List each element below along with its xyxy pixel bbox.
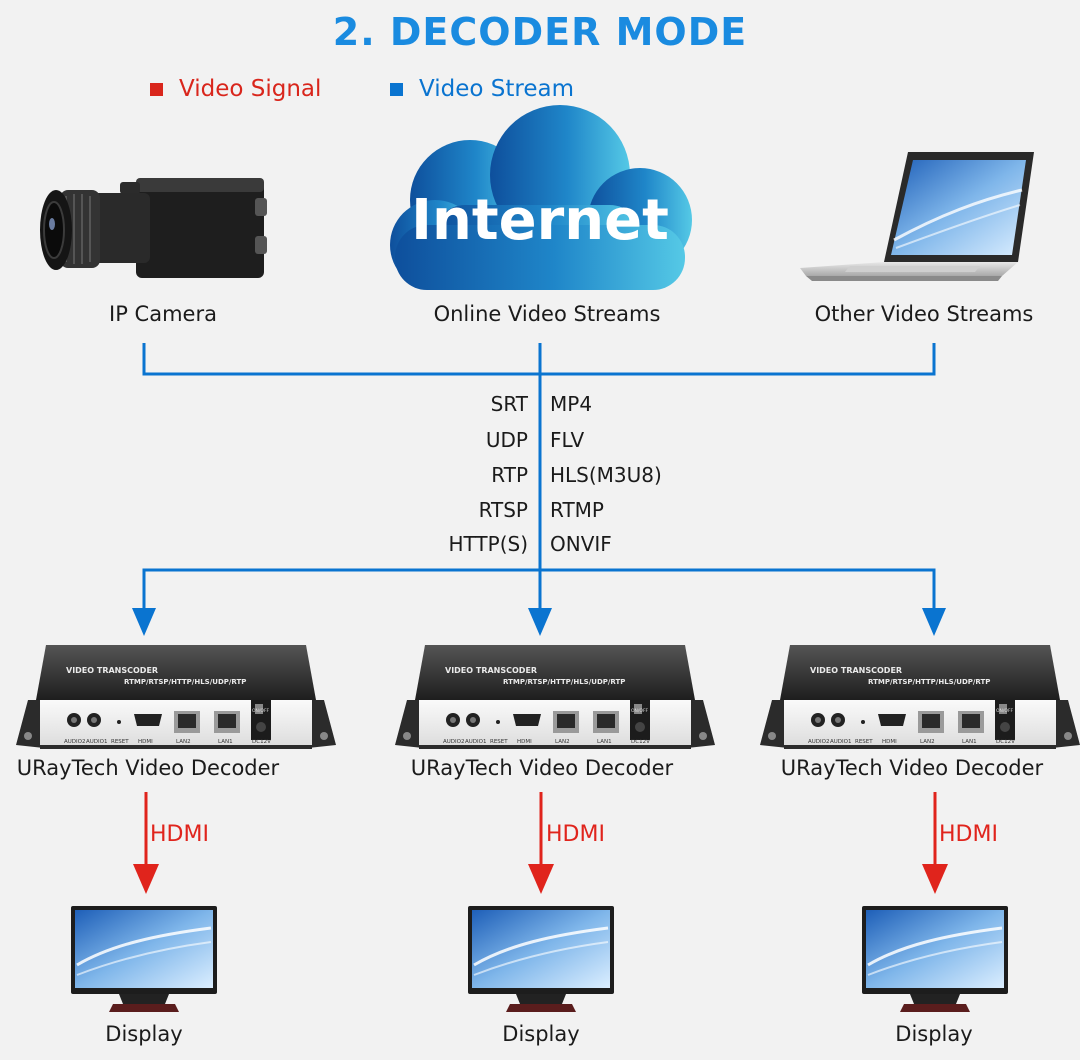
protocol-flv: FLV xyxy=(550,428,585,452)
port-label: DC12V xyxy=(252,739,271,745)
decoder-device-icon: VIDEO TRANSCODER RTMP/RTSP/HTTP/HLS/UDP/R… xyxy=(760,645,1080,749)
port-label: HDMI xyxy=(138,739,153,745)
port-label: RESET xyxy=(111,739,129,745)
legend-label: Video Signal xyxy=(179,76,322,102)
port-label: AUDIO1 xyxy=(465,739,486,745)
port-label: AUDIO2 xyxy=(64,739,85,745)
panel-title: VIDEO TRANSCODER xyxy=(810,666,902,675)
decoder-label-1: URayTech Video Decoder xyxy=(16,756,280,780)
protocol-https: HTTP(S) xyxy=(448,532,528,556)
port-label: LAN2 xyxy=(176,739,191,745)
port-label: LAN1 xyxy=(218,739,233,745)
port-label: LAN1 xyxy=(962,739,977,745)
decoder-label-3: URayTech Video Decoder xyxy=(780,756,1044,780)
decoder-device-icon: VIDEO TRANSCODER RTMP/RTSP/HTTP/HLS/UDP/R… xyxy=(395,645,715,749)
switch-label: ON/OFF xyxy=(631,708,649,714)
protocol-mp4: MP4 xyxy=(550,392,593,416)
ip-camera-icon xyxy=(40,178,267,278)
port-label: RESET xyxy=(855,739,873,745)
stream-arrowheads xyxy=(132,608,946,636)
panel-title: VIDEO TRANSCODER xyxy=(445,666,537,675)
display-label-3: Display xyxy=(895,1022,973,1046)
ip-camera-label: IP Camera xyxy=(109,302,217,326)
red-square-icon xyxy=(150,82,163,96)
hdmi-label-3: HDMI xyxy=(939,822,998,847)
port-label: HDMI xyxy=(517,739,532,745)
port-label: RESET xyxy=(490,739,508,745)
display-label-2: Display xyxy=(502,1022,580,1046)
panel-subtitle: RTMP/RTSP/HTTP/HLS/UDP/RTP xyxy=(124,678,246,686)
display-monitor-icon xyxy=(71,906,217,1012)
protocol-onvif: ONVIF xyxy=(550,532,612,556)
port-label: DC12V xyxy=(631,739,650,745)
internet-cloud-icon xyxy=(390,105,692,290)
legend-video-signal: Video Signal xyxy=(150,76,321,102)
legend-label: Video Stream xyxy=(419,76,574,102)
port-label: LAN2 xyxy=(920,739,935,745)
panel-title: VIDEO TRANSCODER xyxy=(66,666,158,675)
display-monitor-icon xyxy=(862,906,1008,1012)
protocol-udp: UDP xyxy=(485,428,528,452)
protocol-hls: HLS(M3U8) xyxy=(550,463,662,487)
hdmi-label-1: HDMI xyxy=(150,822,209,847)
blue-square-icon xyxy=(390,82,403,96)
port-label: HDMI xyxy=(882,739,897,745)
protocol-rtmp: RTMP xyxy=(550,498,604,522)
decoder-label-2: URayTech Video Decoder xyxy=(410,756,674,780)
display-monitor-icon xyxy=(468,906,614,1012)
stream-connector-lines xyxy=(142,343,936,612)
page-title: 2. DECODER MODE xyxy=(332,10,748,54)
panel-subtitle: RTMP/RTSP/HTTP/HLS/UDP/RTP xyxy=(868,678,990,686)
protocol-rtsp: RTSP xyxy=(478,498,528,522)
display-label-1: Display xyxy=(105,1022,183,1046)
port-label: LAN2 xyxy=(555,739,570,745)
port-label: LAN1 xyxy=(597,739,612,745)
port-label: AUDIO2 xyxy=(443,739,464,745)
cloud-text: Internet xyxy=(411,188,669,253)
legend-video-stream: Video Stream xyxy=(390,76,574,102)
hdmi-label-2: HDMI xyxy=(546,822,605,847)
switch-label: ON/OFF xyxy=(996,708,1014,714)
decoder-device-icon: VIDEO TRANSCODER RTMP/RTSP/HTTP/HLS/UDP/R… xyxy=(16,645,336,749)
switch-label: ON/OFF xyxy=(252,708,270,714)
panel-subtitle: RTMP/RTSP/HTTP/HLS/UDP/RTP xyxy=(503,678,625,686)
other-streams-label: Other Video Streams xyxy=(814,302,1034,326)
laptop-icon xyxy=(800,152,1034,281)
hdmi-signal-lines xyxy=(144,792,937,868)
protocol-srt: SRT xyxy=(490,392,528,416)
port-label: AUDIO1 xyxy=(830,739,851,745)
online-streams-label: Online Video Streams xyxy=(433,302,661,326)
port-label: AUDIO1 xyxy=(86,739,107,745)
port-label: AUDIO2 xyxy=(808,739,829,745)
hdmi-arrowheads xyxy=(133,864,948,894)
protocol-rtp: RTP xyxy=(491,463,528,487)
port-label: DC12V xyxy=(996,739,1015,745)
